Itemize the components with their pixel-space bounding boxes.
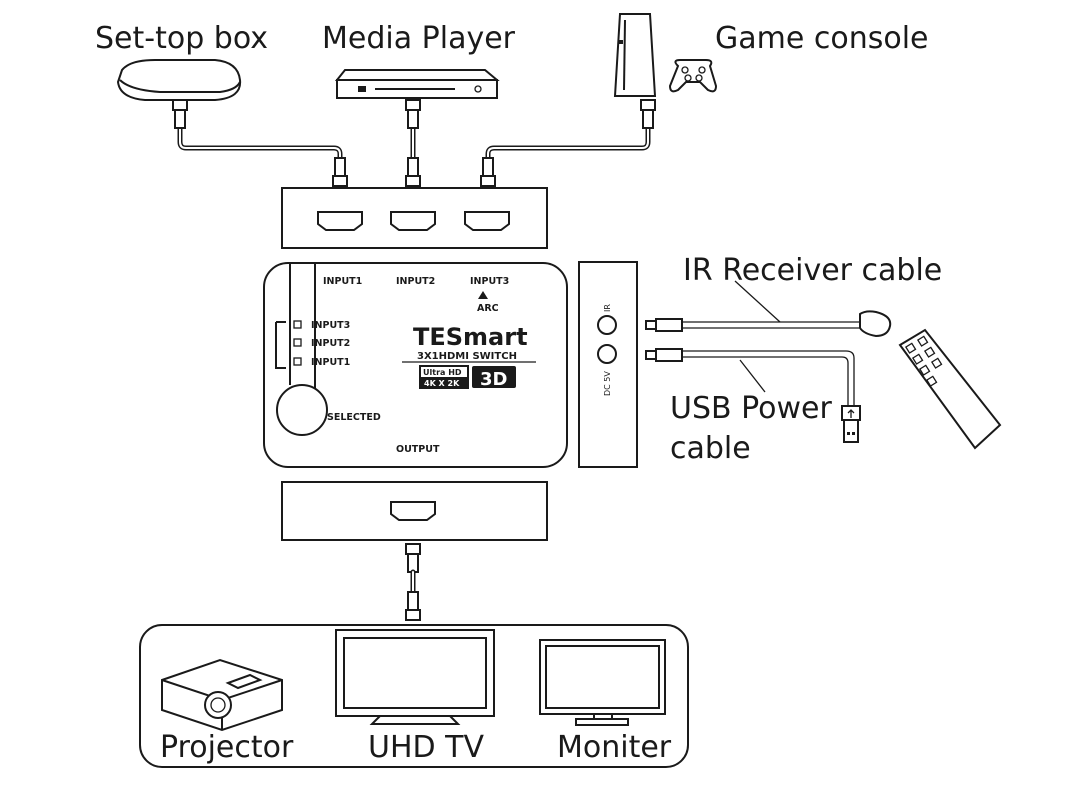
led-indicators: [293, 320, 302, 366]
switch-output-panel: [281, 481, 548, 541]
uhd-tv-icon: [335, 629, 495, 725]
brand-logo: TESmart: [413, 323, 528, 351]
ultra-hd-label: Ultra HD: [423, 368, 462, 377]
monitor-icon: [539, 639, 666, 726]
led-input1-label: INPUT1: [311, 357, 350, 368]
media-player-label: Media Player: [322, 21, 516, 56]
resolution-label: 4K X 2K: [424, 379, 460, 388]
settop-box-icon: [116, 59, 242, 101]
led-input3-label: INPUT3: [311, 320, 350, 331]
uhd-tv-label: UHD TV: [368, 730, 484, 765]
hdmi-plug-icon: [172, 99, 656, 187]
output-label: OUTPUT: [396, 444, 440, 455]
switch-side-panel: [578, 261, 638, 468]
game-console-icon: [613, 13, 718, 97]
monitor-label: Moniter: [557, 730, 672, 765]
usb-power-cable-label-line1: USB Power: [670, 391, 832, 426]
selected-label: SELECTED: [327, 412, 381, 423]
arc-label: ARC: [477, 303, 499, 314]
switch-input-panel: [281, 187, 548, 249]
projector-icon: [161, 658, 283, 732]
usb-power-cable-label-line2: cable: [670, 431, 751, 466]
media-player-icon: [334, 69, 500, 99]
switch-input2-label: INPUT2: [396, 276, 435, 287]
usb-plug-icon: [847, 409, 855, 418]
switch-body: [263, 262, 568, 468]
remote-control-icon: [898, 328, 1002, 450]
ir-receiver-cable-label: IR Receiver cable: [683, 253, 942, 288]
switch-input1-label: INPUT1: [323, 276, 362, 287]
game-console-label: Game console: [715, 21, 929, 56]
three-d-label: 3D: [480, 369, 507, 390]
model-label: 3X1HDMI SWITCH: [417, 351, 517, 362]
arc-triangle-icon: [478, 291, 488, 299]
badge-ultra-hd: [419, 365, 516, 389]
dc-port-label: DC 5V: [603, 371, 612, 396]
output-cable: [405, 543, 421, 621]
settop-box-label: Set-top box: [95, 21, 268, 56]
switch-input3-label: INPUT3: [470, 276, 509, 287]
projector-label: Projector: [160, 730, 294, 765]
ir-port-label: IR: [603, 304, 612, 312]
led-input2-label: INPUT2: [311, 338, 350, 349]
